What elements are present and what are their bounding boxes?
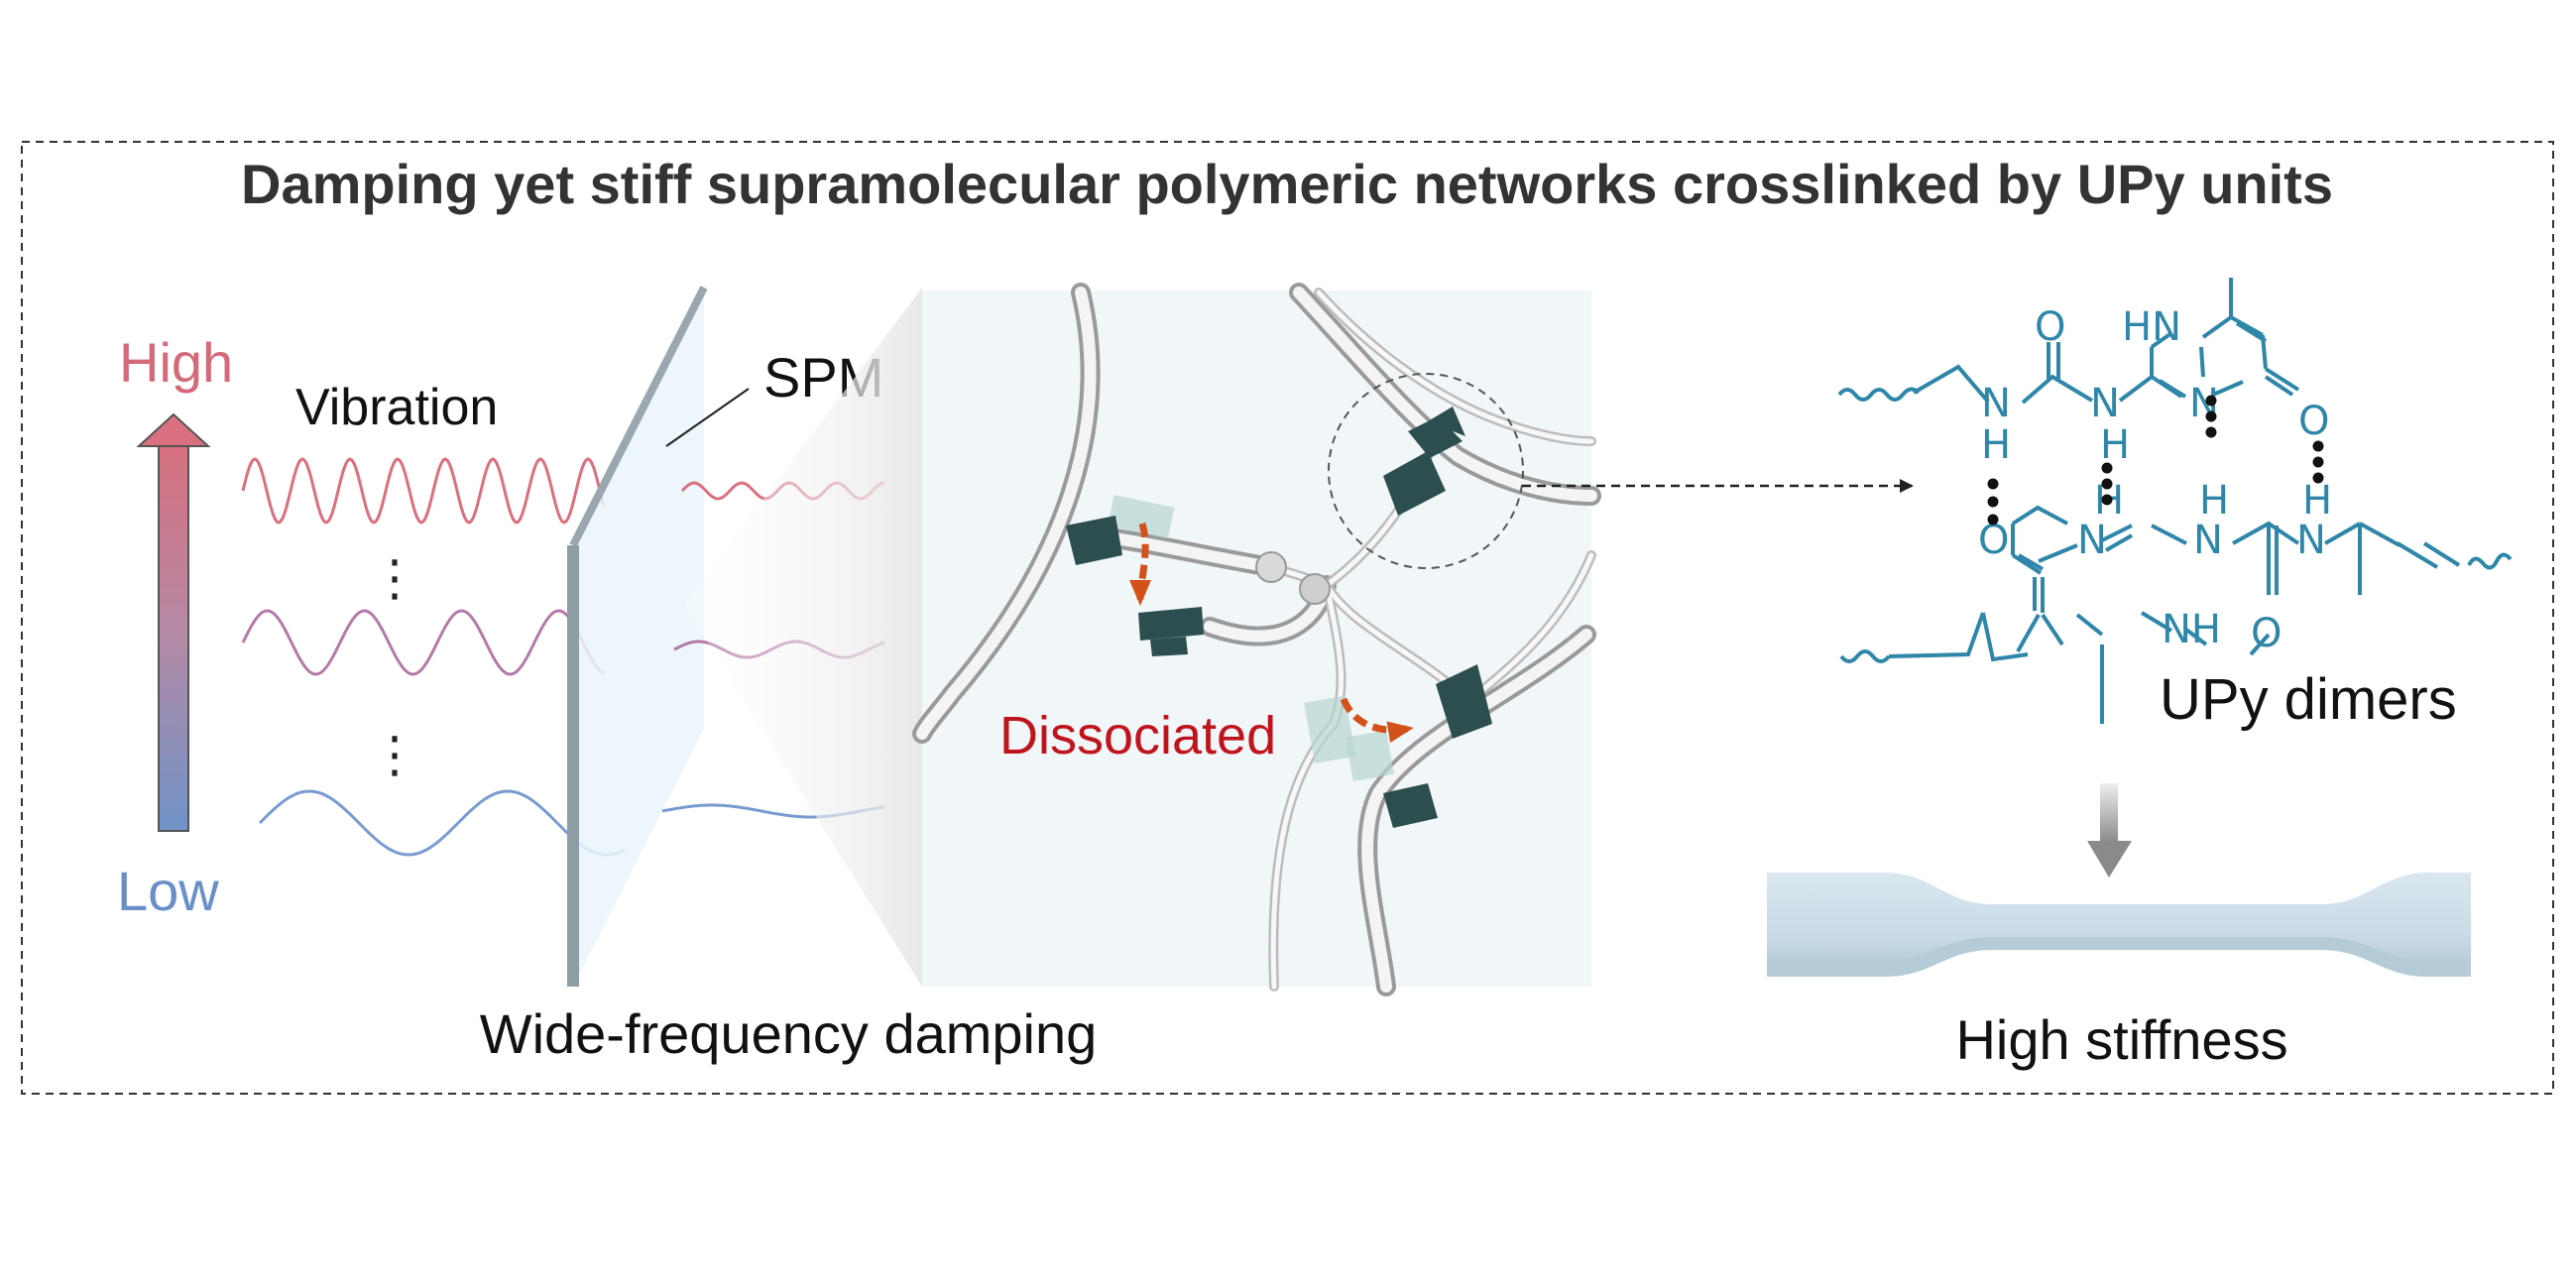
wave-mid-incoming: [241, 609, 605, 676]
scale-low-label: Low: [117, 860, 219, 922]
atom-nh: NH: [2162, 607, 2221, 652]
wave-low-incoming: [258, 789, 626, 857]
wave-high-incoming: [241, 457, 606, 525]
frequency-scale-arrow: [136, 412, 211, 832]
scale-high-label: High: [119, 331, 233, 394]
caption-high-stiffness: High stiffness: [1955, 1008, 2287, 1071]
upy-block-dark: [1066, 516, 1492, 828]
spm-panel: [567, 286, 708, 987]
upy-block-bonded: [1383, 407, 1465, 516]
caption-wide-frequency-damping: Wide-frequency damping: [480, 1002, 1098, 1065]
atom-n: N: [2193, 518, 2223, 563]
dogbone-specimen: [1767, 873, 2471, 977]
figure-title: Damping yet stiff supramolecular polymer…: [241, 153, 2333, 215]
network-panel: Dissociated: [912, 283, 1601, 996]
crosslink-node: [1299, 573, 1331, 605]
atom-o: O: [2298, 399, 2329, 444]
spm-leader-line: [665, 388, 750, 447]
upy-block-faded: [1108, 495, 1395, 782]
zoom-fan: [684, 288, 922, 987]
atom-h: H: [2100, 422, 2130, 468]
atom-o: O: [1978, 518, 2009, 563]
down-arrow: [2087, 783, 2132, 878]
crosslink-node: [1255, 551, 1287, 583]
dissociated-label: Dissociated: [999, 706, 1276, 765]
atom-hn: HN: [2122, 304, 2181, 350]
vibration-label: Vibration: [295, 379, 498, 436]
ellipsis-lower: ⋮: [370, 727, 419, 782]
atom-n: N: [2077, 518, 2107, 563]
polymer-strands: [912, 283, 1601, 996]
upy-dimer-structure: [1837, 278, 2513, 724]
dissociation-arrow: [1340, 697, 1414, 744]
upy-atom-labels: O HN O N H N N H O H N H N H N NH O: [1978, 304, 2332, 656]
upy-dimers-label: UPy dimers: [2160, 667, 2457, 732]
atom-o: O: [2035, 304, 2065, 350]
atom-h: H: [2199, 478, 2229, 524]
outer-dashed-frame: [21, 141, 2554, 1095]
atom-h: H: [1981, 422, 2011, 468]
dissociation-arrow: [1129, 523, 1152, 606]
ellipsis-upper: ⋮: [370, 550, 419, 606]
atom-h: H: [2302, 478, 2332, 524]
atom-o: O: [2251, 611, 2282, 656]
atom-n: N: [1981, 381, 2011, 426]
highlight-circle: [1328, 373, 1524, 569]
atom-n: N: [2296, 518, 2326, 563]
atom-n: N: [2090, 381, 2120, 426]
hydrogen-bond-dots: [1987, 395, 2324, 526]
